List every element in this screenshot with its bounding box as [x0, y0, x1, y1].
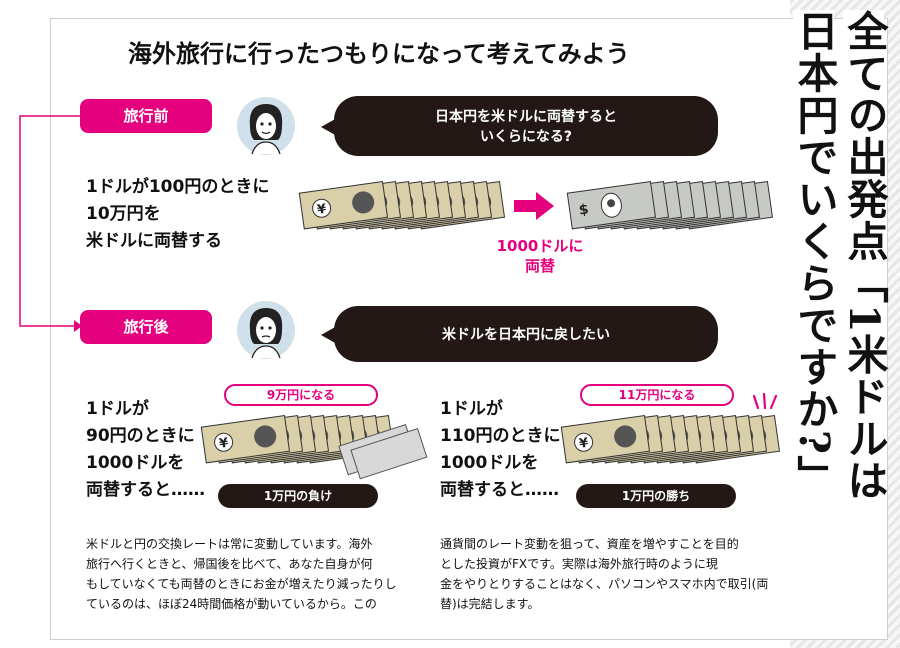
case-right-outcome-pill: 1万円の勝ち — [576, 484, 736, 508]
exchange-label-line2: 両替 — [524, 257, 555, 275]
case-right-text: 1ドルが 110円のときに 1000ドルを 両替すると…… — [440, 396, 561, 504]
before-text-line2: 10万円を — [86, 204, 161, 224]
before-bubble-line2: いくらになる? — [479, 129, 573, 145]
svg-text:$: $ — [578, 201, 590, 218]
case-left-outcome-pill: 1万円の負け — [218, 484, 378, 508]
paragraph-right-line: 通貨間のレート変動を狙って、資産を増やすことを目的 — [440, 537, 739, 551]
paragraph-right: 通貨間のレート変動を狙って、資産を増やすことを目的 とした投資がFXです。実際は… — [440, 534, 768, 614]
after-speech-bubble: 米ドルを日本円に戻したい — [321, 306, 718, 362]
exchange-arrow-icon — [514, 192, 554, 220]
dollar-banknote-stack-icon: $ — [566, 180, 774, 230]
before-bubble-line1: 日本円を米ドルに両替すると — [435, 109, 617, 125]
paragraph-left-line: もしていなくても両替のときにお金が増えたり減ったりし — [86, 577, 397, 591]
case-left-line2: 90円のときに — [86, 426, 195, 446]
paragraph-left-line: ているのは、ほぼ24時間価格が動いているから。この — [86, 597, 377, 611]
paragraph-right-line: 金をやりとりすることはなく、パソコンやスマホ内で取引(両 — [440, 577, 769, 591]
exchange-label-line1: 1000ドルに — [496, 237, 584, 255]
svg-text:¥: ¥ — [578, 436, 589, 452]
before-text-line1: 1ドルが100円のときに — [86, 177, 270, 197]
before-tag: 旅行前 — [80, 99, 212, 133]
vertical-title-line1: 全ての出発点「1米ドルは — [840, 10, 888, 530]
yen-banknote-stack-icon: ¥ — [200, 414, 428, 480]
case-right-result-pill: 11万円になる — [580, 384, 734, 406]
before-text: 1ドルが100円のときに 10万円を 米ドルに両替する — [86, 174, 269, 255]
after-tag: 旅行後 — [80, 310, 212, 344]
case-right-line4: 両替すると…… — [440, 480, 559, 500]
before-text-line3: 米ドルに両替する — [86, 231, 222, 251]
paragraph-left-line: 米ドルと円の交換レートは常に変動しています。海外 — [86, 537, 373, 551]
yen-banknote-stack-icon: ¥ — [298, 180, 506, 230]
case-left-line3: 1000ドルを — [86, 453, 185, 473]
case-left-line4: 両替すると…… — [86, 480, 205, 500]
case-left-line1: 1ドルが — [86, 399, 149, 419]
case-left-text: 1ドルが 90円のときに 1000ドルを 両替すると…… — [86, 396, 205, 504]
svg-text:¥: ¥ — [218, 436, 229, 452]
sparkle-lines-icon — [752, 392, 778, 410]
headline: 海外旅行に行ったつもりになって考えてみよう — [128, 40, 630, 68]
svg-text:¥: ¥ — [316, 202, 327, 218]
case-right-line3: 1000ドルを — [440, 453, 539, 473]
exchange-label: 1000ドルに 両替 — [470, 236, 610, 276]
vertical-title-line2: 日本円でいくらですか?」 — [790, 10, 838, 498]
case-right-line2: 110円のときに — [440, 426, 561, 446]
case-right-line1: 1ドルが — [440, 399, 503, 419]
after-bubble-text: 米ドルを日本円に戻したい — [442, 327, 610, 343]
yen-banknote-stack-icon: ¥ — [560, 414, 781, 464]
case-left-result-pill: 9万円になる — [224, 384, 378, 406]
paragraph-right-line: 替)は完結します。 — [440, 597, 540, 611]
paragraph-left-line: 旅行へ行くときと、帰国後を比べて、あなた自身が何 — [86, 557, 373, 571]
woman-avatar-icon — [237, 301, 295, 359]
paragraph-right-line: とした投資がFXです。実際は海外旅行時のように現 — [440, 557, 718, 571]
woman-avatar-icon — [237, 97, 295, 155]
before-speech-bubble: 日本円を米ドルに両替すると いくらになる? — [321, 96, 718, 156]
paragraph-left: 米ドルと円の交換レートは常に変動しています。海外 旅行へ行くときと、帰国後を比べ… — [86, 534, 397, 614]
